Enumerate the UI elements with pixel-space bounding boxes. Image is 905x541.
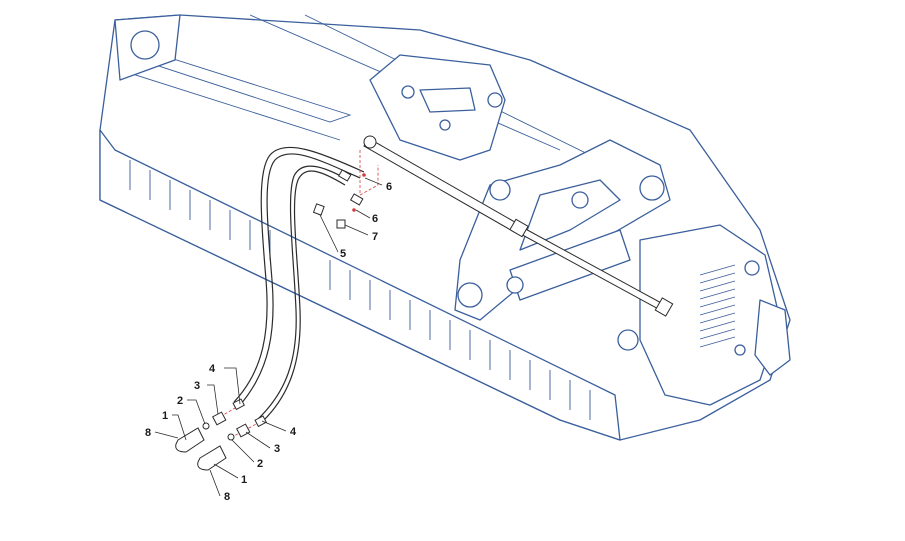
leader-lines xyxy=(154,177,383,497)
callout-8-bottom: 8 xyxy=(224,491,230,503)
callout-8-top: 8 xyxy=(145,427,151,439)
callout-5: 5 xyxy=(340,248,346,260)
callout-3-bottom: 3 xyxy=(274,443,280,455)
quick-coupler-top xyxy=(175,427,205,453)
hose-short-inner xyxy=(257,165,349,420)
hose-end-bottom xyxy=(254,415,267,428)
callout-4-bottom: 4 xyxy=(290,426,297,438)
callout-7: 7 xyxy=(372,231,378,243)
callout-6-top: 6 xyxy=(386,181,392,193)
hose-end-top xyxy=(232,398,245,411)
hose-long-inner xyxy=(233,146,365,403)
skirt-ribs xyxy=(129,160,591,420)
callout-2-bottom: 2 xyxy=(257,458,263,470)
callout-1-bottom: 1 xyxy=(241,474,247,486)
seal-bottom xyxy=(227,433,235,441)
adapter-bottom xyxy=(236,423,251,438)
hydraulic-hoses xyxy=(233,146,365,423)
callout-4-top: 4 xyxy=(209,363,216,375)
fittings xyxy=(175,169,364,471)
fitting-upper-3 xyxy=(312,203,325,216)
mulcher-housing xyxy=(99,14,791,441)
hydraulic-cylinder xyxy=(363,135,674,317)
callout-2-top: 2 xyxy=(177,395,183,407)
callout-3-top: 3 xyxy=(194,380,200,392)
callout-1-top: 1 xyxy=(162,410,168,422)
hose-short xyxy=(261,170,346,423)
callout-labels: 6 6 7 5 4 3 2 1 8 4 3 2 1 8 xyxy=(145,181,392,503)
cover-vent-slots xyxy=(699,264,736,348)
seal-top xyxy=(202,422,210,430)
quick-coupler-bottom xyxy=(197,445,227,471)
adapter-top xyxy=(212,411,227,426)
hose-long xyxy=(239,153,361,406)
fitting-upper-4 xyxy=(336,219,346,229)
fitting-upper-1 xyxy=(337,169,352,182)
callout-6-mid: 6 xyxy=(372,213,378,225)
fitting-upper-2 xyxy=(349,193,364,206)
